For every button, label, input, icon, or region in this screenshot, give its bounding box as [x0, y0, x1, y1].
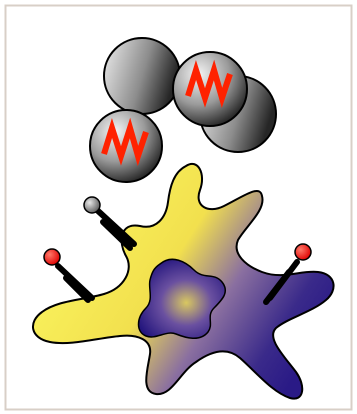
- ligand-red-icon: [44, 249, 60, 265]
- ligand-gray-icon: [84, 197, 100, 213]
- particle-sphere-plain: [104, 38, 180, 114]
- ligand-red-icon: [295, 244, 311, 260]
